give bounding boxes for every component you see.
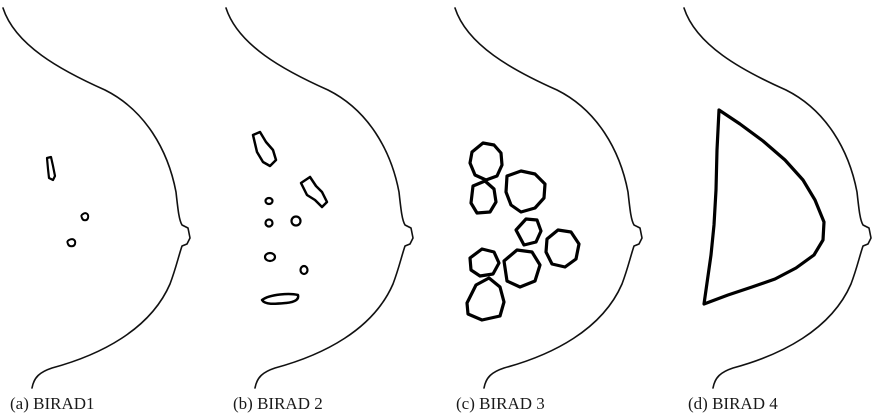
panel-d — [683, 7, 872, 389]
caption-birad2: (b) BIRAD 2 — [233, 394, 323, 413]
lesion-irregular-2 — [299, 175, 329, 209]
breast-outline — [225, 7, 414, 389]
lesion-oval-elongated — [260, 292, 300, 306]
lesion-round-1 — [264, 196, 274, 206]
breast-outline — [454, 7, 643, 389]
lesion-round-5 — [299, 264, 309, 276]
caption-birad3: (c) BIRAD 3 — [456, 394, 545, 413]
mass-5 — [544, 228, 581, 269]
mass-6 — [468, 247, 501, 278]
panel-c — [454, 7, 643, 389]
large-mass — [702, 108, 826, 306]
panel-a — [2, 7, 191, 389]
breast-outline — [2, 7, 191, 389]
mass-4 — [514, 217, 543, 247]
mass-3 — [504, 169, 547, 214]
mass-2 — [469, 179, 498, 215]
lesion-round-2 — [264, 218, 274, 228]
lesion-round-4 — [263, 251, 277, 263]
mass-8 — [465, 276, 506, 322]
breast-outline — [683, 7, 872, 389]
lesion-irregular-1 — [251, 130, 278, 168]
lesion-small-2 — [66, 238, 77, 248]
lesion-elongated — [45, 155, 57, 182]
panel-b — [225, 7, 414, 389]
mass-1 — [468, 141, 504, 182]
lesion-round-3 — [290, 215, 302, 227]
lesion-small-1 — [80, 212, 90, 222]
mass-7 — [502, 248, 542, 289]
caption-birad4: (d) BIRAD 4 — [688, 394, 778, 413]
caption-birad1: (a) BIRAD1 — [10, 394, 95, 413]
